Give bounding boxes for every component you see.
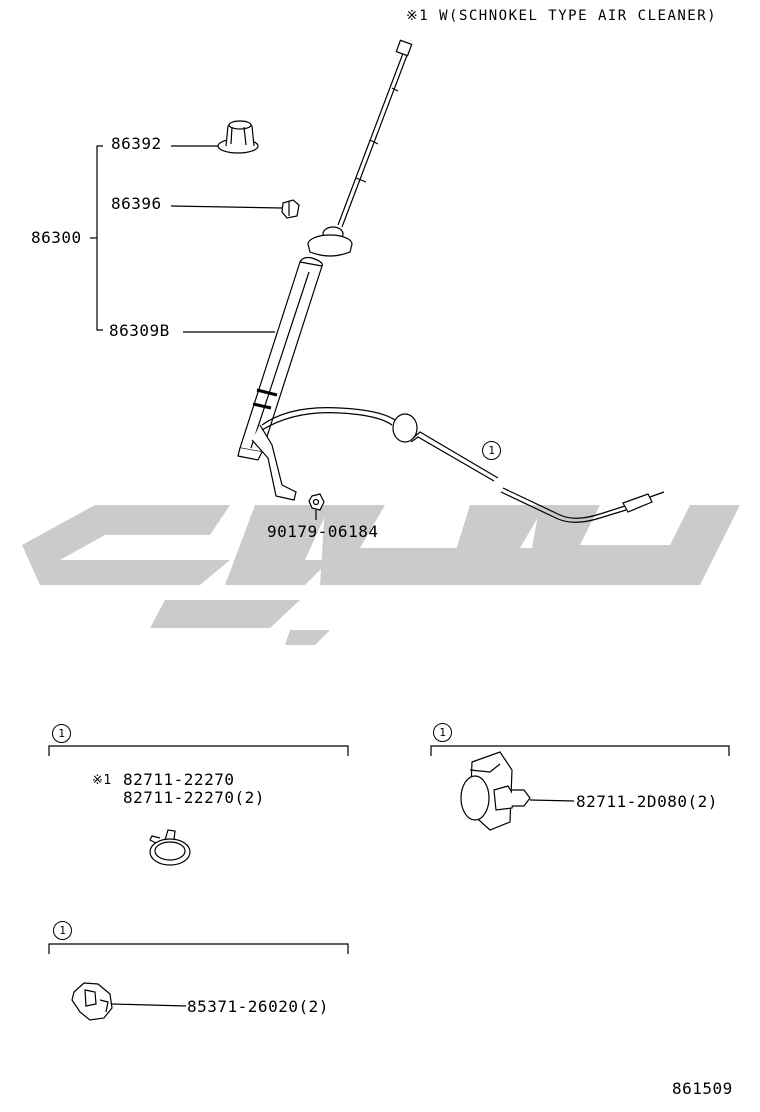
antenna-mast-icon [237, 39, 413, 501]
part-label-82711-22270: 82711-22270 [123, 770, 235, 789]
clamp-82711-2D080-icon [460, 751, 575, 831]
detail-3-frame [48, 943, 349, 954]
detail-1-frame [48, 745, 349, 756]
part-label-90179-06184: 90179-06184 [267, 522, 379, 541]
detail-2-frame [430, 745, 730, 756]
detail-2-ref-marker: 1 [433, 723, 452, 742]
cap-86392-icon [217, 120, 259, 154]
bolt-90179-icon [308, 493, 325, 520]
part-label-85371-26020: 85371-26020(2) [187, 997, 329, 1016]
part-label-82711-2D080: 82711-2D080(2) [576, 792, 718, 811]
header-note: ※1 W(SCHNOKEL TYPE AIR CLEANER) [406, 8, 718, 24]
detail-3-ref-marker: 1 [53, 921, 72, 940]
diagram-id: 861509 [672, 1079, 733, 1098]
part-label-86300: 86300 [31, 228, 82, 247]
nut-86396-icon [281, 199, 300, 219]
cable-ref-marker: 1 [482, 441, 501, 460]
detail-1-mark: ※1 [92, 773, 112, 788]
clamp-82711-22270-icon [149, 829, 191, 866]
part-label-86309B: 86309B [109, 321, 170, 340]
antenna-cable-icon [261, 407, 665, 523]
part-label-86392: 86392 [111, 134, 162, 153]
clip-85371-26020-icon [71, 982, 187, 1021]
detail-1-ref-marker: 1 [52, 724, 71, 743]
part-label-86396: 86396 [111, 194, 162, 213]
part-label-82711-22270-qty: 82711-22270(2) [123, 788, 265, 807]
